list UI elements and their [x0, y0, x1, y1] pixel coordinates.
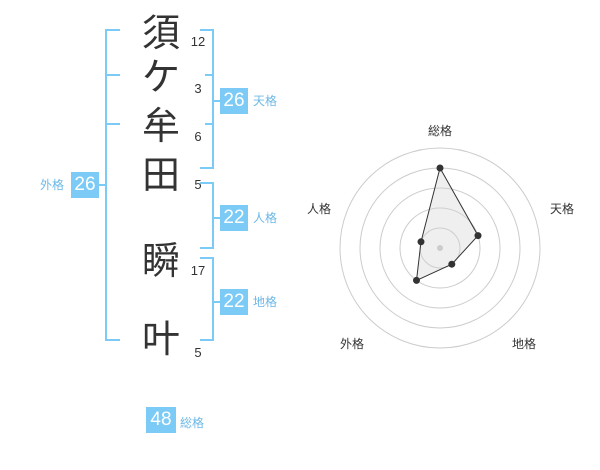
radar-grid-ring: [399, 207, 481, 289]
chikaku-bracket: [200, 257, 214, 341]
chikaku-value-badge: 22: [220, 289, 248, 315]
tenkaku-bracket: [200, 29, 214, 169]
name-char-3: 牟: [141, 104, 180, 148]
radar-point-5: [417, 238, 425, 246]
stroke-count-1: 12: [190, 34, 206, 49]
chikaku-label: 地格: [253, 295, 278, 309]
soukaku-value-badge: 48: [146, 407, 176, 433]
tenkaku-value-badge: 26: [220, 88, 248, 114]
radar-axis-label-chikaku: 地格: [511, 337, 536, 351]
radar-grid-ring: [339, 147, 541, 349]
stroke-count-2: 3: [194, 81, 202, 96]
radar-grid-ring: [379, 187, 501, 309]
jinkaku-label: 人格: [253, 211, 278, 225]
radar-axis-label-jinkaku: 人格: [306, 202, 331, 216]
soukaku-label: 総格: [180, 416, 205, 430]
radar-point-2: [474, 232, 482, 240]
radar-point-1: [436, 164, 444, 172]
name-char-1: 須: [141, 11, 180, 55]
radar-axis-label-soukaku: 総格: [427, 124, 452, 138]
radar-point-3: [448, 260, 456, 268]
radar-center-point: [437, 245, 443, 251]
name-char-6: 叶: [141, 317, 180, 361]
name-char-4: 田: [141, 153, 180, 197]
gaikaku-value-badge: 26: [71, 172, 99, 198]
jinkaku-value-badge: 22: [220, 205, 248, 231]
stroke-count-6: 5: [194, 345, 202, 360]
stroke-count-3: 6: [194, 129, 202, 144]
name-char-5: 瞬: [141, 239, 180, 283]
stroke-count-5: 17: [190, 263, 206, 278]
stroke-count-4: 5: [194, 177, 202, 192]
radar-axis-label-tenkaku: 天格: [549, 202, 574, 216]
name-char-2: ケ: [141, 55, 180, 99]
radar-axis-label-gaikaku: 外格: [339, 337, 364, 351]
radar-point-4: [413, 276, 420, 284]
tenkaku-label: 天格: [253, 94, 278, 108]
radar-series-polygon: [415, 166, 479, 282]
jinkaku-bracket: [200, 182, 214, 249]
gaikaku-label: 外格: [40, 178, 65, 192]
